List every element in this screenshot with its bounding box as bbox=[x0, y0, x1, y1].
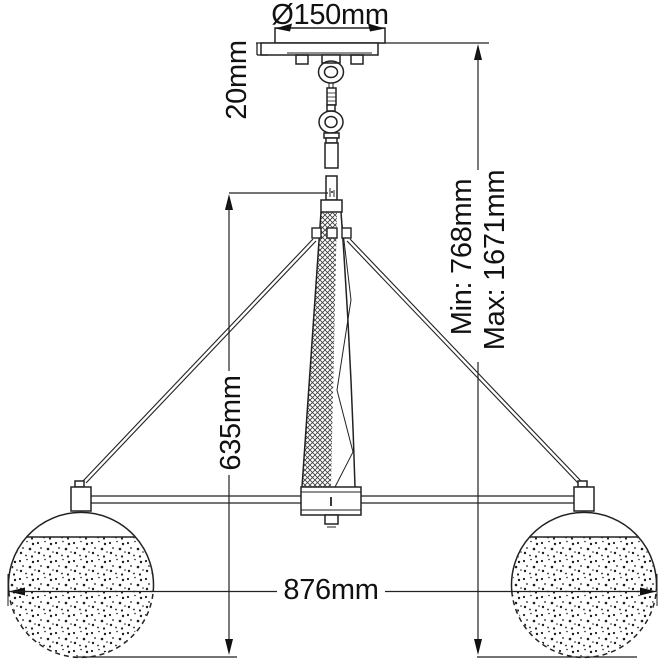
canopy-diameter-dimension: Ø150mm bbox=[271, 0, 389, 32]
width-arrow-right bbox=[640, 587, 657, 596]
stem-sleeve bbox=[320, 199, 343, 213]
telescopic-stem bbox=[320, 142, 343, 213]
chain-ring-bottom bbox=[318, 110, 344, 134]
left-sphere-upper-arc bbox=[7, 511, 155, 592]
left-sphere-lower-arc bbox=[8, 591, 154, 659]
body-height-arrow-down bbox=[225, 639, 233, 655]
right-sphere-upper-arc bbox=[510, 511, 658, 592]
support-rod-right bbox=[349, 238, 582, 482]
left-socket-cap bbox=[74, 480, 85, 488]
stem-rod-upper bbox=[324, 142, 339, 169]
column-lug-right bbox=[341, 227, 352, 239]
right-socket bbox=[573, 486, 595, 512]
center-hub bbox=[300, 486, 362, 528]
ceiling-canopy bbox=[256, 27, 489, 65]
column-lug-left bbox=[311, 227, 322, 239]
body-height-label: 635mm bbox=[215, 375, 247, 470]
left-socket bbox=[70, 486, 92, 512]
overall-width-dimension: 876mm bbox=[7, 574, 658, 606]
max-drop-label: Max: 1671mm bbox=[479, 170, 511, 350]
drop-arrow-down bbox=[474, 639, 482, 655]
right-shade-sphere bbox=[510, 511, 658, 659]
canopy-height-label: 20mm bbox=[221, 40, 253, 119]
support-rod-left bbox=[82, 238, 314, 482]
canopy-height-dimension: 20mm bbox=[221, 40, 268, 120]
hub-finial bbox=[324, 514, 339, 525]
center-column bbox=[301, 211, 356, 488]
min-drop-label: Min: 768mm bbox=[446, 179, 478, 336]
dim-arrow-left bbox=[275, 23, 292, 32]
canopy-tab-right bbox=[350, 54, 364, 65]
overall-width-label: 876mm bbox=[283, 574, 378, 606]
cable-ferrule bbox=[326, 87, 337, 106]
body-height-arrow-up bbox=[225, 194, 233, 210]
lamp-sockets bbox=[70, 480, 595, 512]
chain-ring-top bbox=[317, 60, 345, 84]
canopy-tab-left bbox=[295, 54, 309, 65]
stem-rod-lower bbox=[325, 175, 338, 201]
left-shade-sphere bbox=[7, 511, 155, 659]
suspension-chain bbox=[317, 54, 345, 144]
right-socket-cap bbox=[577, 480, 588, 488]
canopy-band bbox=[260, 42, 379, 56]
column-band bbox=[326, 227, 338, 239]
dim-arrow-right bbox=[368, 23, 385, 32]
right-sphere-lower-arc bbox=[511, 591, 657, 659]
chain-mount bbox=[321, 54, 341, 64]
support-rods bbox=[82, 238, 582, 484]
arms bbox=[91, 495, 574, 504]
body-height-dimension: 635mm bbox=[215, 192, 328, 655]
drop-height-dimension: Min: 768mm Max: 1671mm bbox=[446, 44, 511, 655]
column-hatch bbox=[302, 212, 337, 487]
